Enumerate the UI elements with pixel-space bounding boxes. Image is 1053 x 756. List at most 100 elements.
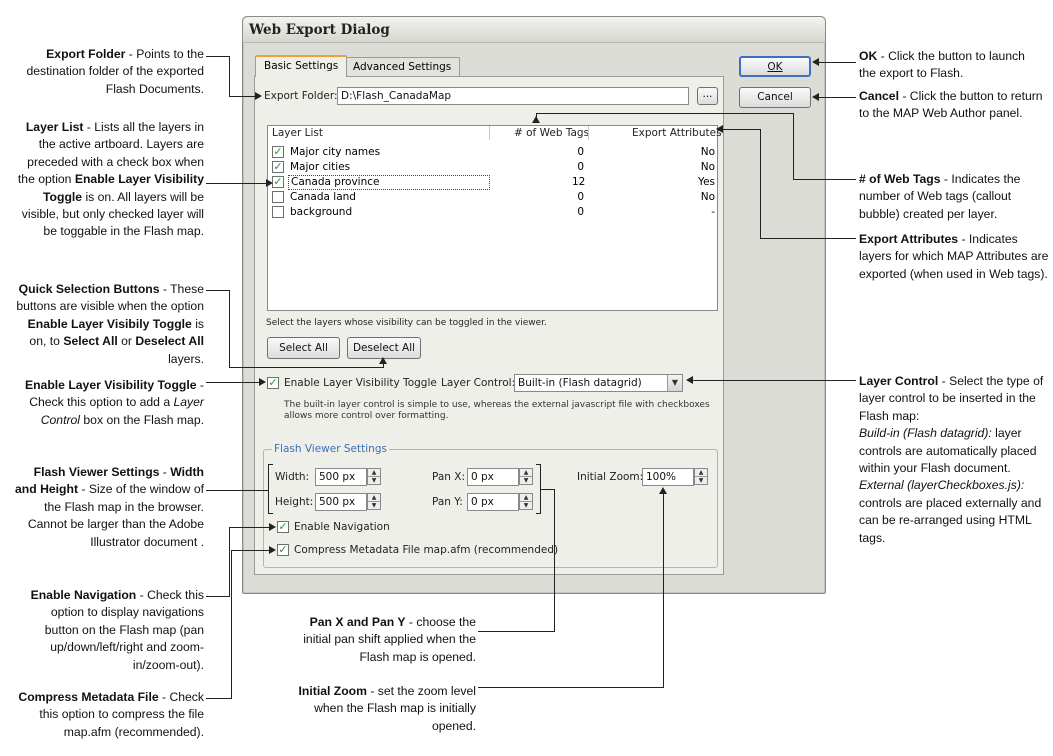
pan-y-field[interactable]: 0 px xyxy=(467,493,519,511)
export-folder-field[interactable]: D:\Flash_CanadaMap xyxy=(337,87,689,105)
layer-web-tags: 0 xyxy=(577,191,584,203)
leader-line xyxy=(478,687,664,688)
layer-control-label: Layer Control: xyxy=(441,377,516,389)
layer-export-attributes: No xyxy=(700,161,715,173)
enable-navigation-checkbox[interactable]: ✓ xyxy=(277,520,289,533)
annotation-enable-navigation: Enable Navigation - Check this option to… xyxy=(30,588,204,672)
ok-button[interactable]: OK xyxy=(739,56,811,77)
layer-row[interactable]: Canada land 0 No xyxy=(272,190,715,205)
leader-line xyxy=(760,129,761,239)
compress-metadata-label: Compress Metadata File map.afm (recommen… xyxy=(294,544,559,556)
arrow-right-icon xyxy=(259,378,266,386)
select-all-button[interactable]: Select All xyxy=(267,337,340,359)
layer-control-description: allows more control over formatting. xyxy=(284,411,449,421)
layer-export-attributes: - xyxy=(711,206,715,218)
column-header-export-attributes[interactable]: Export Attributes xyxy=(632,127,722,139)
pan-x-stepper[interactable]: ▲▼ xyxy=(519,468,533,485)
layer-checkbox[interactable] xyxy=(272,191,284,203)
leader-line xyxy=(229,290,230,368)
layer-export-attributes: No xyxy=(700,146,715,158)
arrow-up-icon xyxy=(532,116,540,123)
width-field[interactable]: 500 px xyxy=(315,468,367,486)
select-hint: Select the layers whose visibility can b… xyxy=(266,318,547,328)
layer-list[interactable] xyxy=(267,125,718,311)
layer-web-tags: 0 xyxy=(577,206,584,218)
leader-line xyxy=(793,179,856,180)
annotation-pan: Pan X and Pan Y - choose the initial pan… xyxy=(303,615,476,664)
pan-x-field[interactable]: 0 px xyxy=(467,468,519,486)
flash-viewer-settings-group xyxy=(263,449,718,568)
annotation-export-folder: Export Folder - Points to the destinatio… xyxy=(26,47,204,96)
leader-line xyxy=(383,360,384,368)
layer-row[interactable]: ✓ Canada province 12 Yes xyxy=(272,175,715,190)
arrow-left-icon xyxy=(812,93,819,101)
annotation-enable-toggle: Enable Layer Visibility Toggle - Check t… xyxy=(24,378,204,427)
leader-line xyxy=(206,596,230,597)
leader-line xyxy=(206,290,230,291)
leader-line xyxy=(231,550,232,699)
width-stepper[interactable]: ▲▼ xyxy=(367,468,381,485)
cancel-button[interactable]: Cancel xyxy=(739,87,811,108)
layer-export-attributes: Yes xyxy=(698,176,715,188)
column-divider xyxy=(588,126,589,140)
leader-line xyxy=(692,380,856,381)
leader-line xyxy=(536,113,794,114)
annotation-compress: Compress Metadata File - Check this opti… xyxy=(18,690,204,739)
leader-line xyxy=(229,56,230,97)
layer-name: Canada province xyxy=(288,175,490,190)
column-header-layer-list[interactable]: Layer List xyxy=(272,127,323,139)
layer-row[interactable]: ✓ Major city names 0 No xyxy=(272,145,715,160)
annotation-export-attributes: Export Attributes - Indicates layers for… xyxy=(859,232,1049,281)
layer-checkbox[interactable] xyxy=(272,206,284,218)
initial-zoom-field[interactable]: 100% xyxy=(642,468,694,486)
enable-navigation-label: Enable Navigation xyxy=(294,521,390,533)
dialog-title: Web Export Dialog xyxy=(243,17,825,43)
layer-checkbox[interactable]: ✓ xyxy=(272,145,284,158)
height-field[interactable]: 500 px xyxy=(315,493,367,511)
pan-y-stepper[interactable]: ▲▼ xyxy=(519,493,533,510)
leader-line xyxy=(818,62,856,63)
compress-metadata-checkbox[interactable]: ✓ xyxy=(277,543,289,556)
initial-zoom-stepper[interactable]: ▲▼ xyxy=(694,468,708,485)
layer-row[interactable]: ✓ Major cities 0 No xyxy=(272,160,715,175)
height-stepper[interactable]: ▲▼ xyxy=(367,493,381,510)
column-divider xyxy=(489,126,490,140)
leader-line xyxy=(793,113,794,180)
leader-line xyxy=(229,527,230,597)
chevron-down-icon[interactable]: ▼ xyxy=(667,375,682,391)
arrow-right-icon xyxy=(269,546,276,554)
leader-line xyxy=(554,489,555,632)
export-folder-label: Export Folder: xyxy=(264,90,338,102)
layer-name: Major cities xyxy=(290,161,351,173)
layer-control-description: The built-in layer control is simple to … xyxy=(284,400,710,410)
annotation-layer-list: Layer List - Lists all the layers in the… xyxy=(17,120,204,239)
leader-line xyxy=(229,527,270,528)
leader-line xyxy=(229,96,255,97)
layer-web-tags: 0 xyxy=(577,161,584,173)
annotation-cancel: Cancel - Click the button to return to t… xyxy=(859,89,1043,121)
tab-basic-settings[interactable]: Basic Settings xyxy=(255,55,348,77)
enable-toggle-checkbox[interactable]: ✓ xyxy=(267,376,279,389)
leader-line xyxy=(229,367,384,368)
leader-line xyxy=(760,238,856,239)
annotation-viewer-settings: Flash Viewer Settings - Width and Height… xyxy=(15,465,204,549)
leader-line xyxy=(206,698,232,699)
pan-bracket xyxy=(536,464,541,514)
arrow-left-icon xyxy=(686,376,693,384)
layer-name: Major city names xyxy=(290,146,381,158)
layer-checkbox[interactable]: ✓ xyxy=(272,160,284,173)
arrow-up-icon xyxy=(659,487,667,494)
layer-checkbox[interactable]: ✓ xyxy=(272,175,284,188)
layer-row[interactable]: background 0 - xyxy=(272,205,715,220)
deselect-all-button[interactable]: Deselect All xyxy=(347,337,421,359)
enable-toggle-label: Enable Layer Visibility Toggle xyxy=(284,377,437,389)
width-label: Width: xyxy=(275,471,310,483)
layer-control-select[interactable]: Built-in (Flash datagrid) xyxy=(514,374,683,392)
arrow-left-icon xyxy=(716,125,723,133)
browse-button[interactable]: ... xyxy=(697,87,718,105)
pan-x-label: Pan X: xyxy=(432,471,466,483)
tab-advanced-settings[interactable]: Advanced Settings xyxy=(344,57,461,77)
width-height-bracket xyxy=(268,464,273,514)
column-header-web-tags[interactable]: # of Web Tags xyxy=(514,127,590,139)
layer-web-tags: 0 xyxy=(577,146,584,158)
